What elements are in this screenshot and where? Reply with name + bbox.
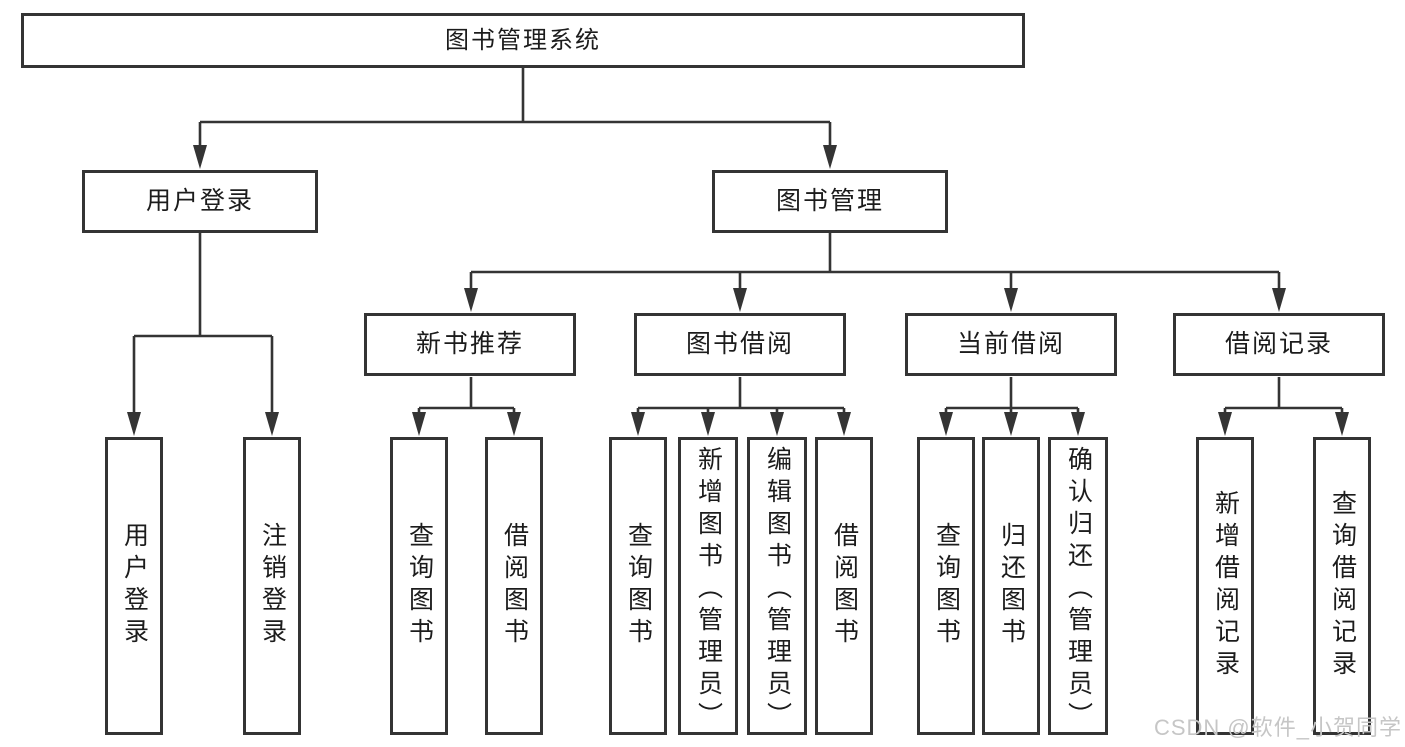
csdn-watermark: CSDN @软件_小贺同学 (1153, 715, 1402, 740)
leaf-return-books: 归还图书 (982, 437, 1040, 735)
leaf-logout: 注销登录 (243, 437, 301, 735)
leaf-borrow-books: 借阅图书 (815, 437, 873, 735)
node-new-book-recommendation: 新书推荐 (364, 313, 576, 376)
leaf-query-books-current: 查询图书 (917, 437, 975, 735)
leaf-query-borrow-record: 查询借阅记录 (1313, 437, 1371, 735)
node-root-system: 图书管理系统 (21, 13, 1025, 68)
leaf-add-borrow-record: 新增借阅记录 (1196, 437, 1254, 735)
leaf-query-books-borrow: 查询图书 (609, 437, 667, 735)
node-current-borrowing: 当前借阅 (905, 313, 1117, 376)
leaf-query-books-rec: 查询图书 (390, 437, 448, 735)
node-borrowing-records: 借阅记录 (1173, 313, 1385, 376)
leaf-confirm-return-admin: 确认归还（管理员） (1048, 437, 1108, 735)
arrowheads (127, 145, 1349, 436)
node-user-login: 用户登录 (82, 170, 318, 233)
node-book-management: 图书管理 (712, 170, 948, 233)
leaf-borrow-books-rec: 借阅图书 (485, 437, 543, 735)
node-book-borrowing: 图书借阅 (634, 313, 846, 376)
leaf-user-login: 用户登录 (105, 437, 163, 735)
leaf-add-books-admin: 新增图书（管理员） (678, 437, 738, 735)
leaf-edit-books-admin: 编辑图书（管理员） (747, 437, 807, 735)
